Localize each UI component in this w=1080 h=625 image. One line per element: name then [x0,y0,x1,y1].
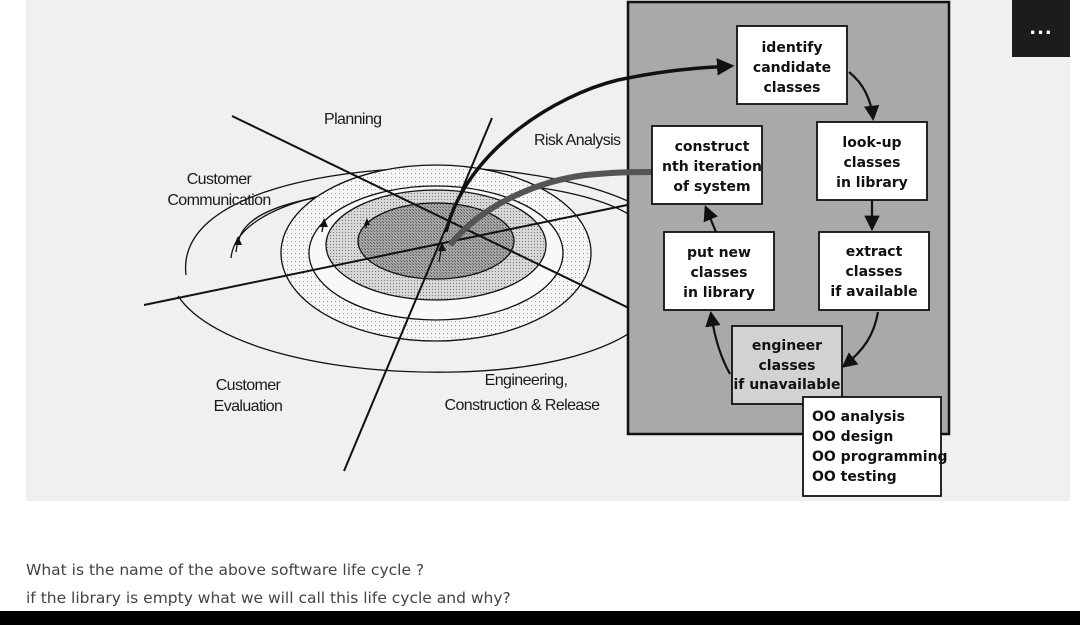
figure-panel: Planning Risk Analysis Customer Communic… [26,0,1070,501]
question-line-1: What is the name of the above software l… [26,561,425,579]
spiral-labels: Planning Risk Analysis Customer Communic… [167,111,621,415]
engineering-label-line1: Engineering, [485,372,568,389]
lookup-box-line2: classes [843,155,900,171]
put-new-box-line1: put new [687,245,751,261]
construct-box [651,125,763,205]
extract-box-line1: extract [846,244,903,260]
engineer-box [731,325,843,405]
return-arrow [447,169,653,247]
oo-activities-box [802,396,942,497]
extract-box-line2: classes [845,264,902,280]
put-new-box [663,231,775,311]
more-options-button[interactable]: ... [1012,0,1070,57]
customer-evaluation-label-line2: Evaluation [214,398,283,415]
planning-label: Planning [324,111,381,128]
engineering-label-line2: Construction & Release [445,397,601,414]
engineer-box-line1: engineer [752,338,822,354]
oo-testing-text: OO testing [812,469,897,485]
oo-design-text: OO design [812,429,893,445]
identify-box-line3: classes [763,80,820,96]
spiral-model-diagram: Planning Risk Analysis Customer Communic… [143,0,951,497]
question-line-2: if the library is empty what we will cal… [26,589,511,607]
construct-box-line2: nth iteration [662,159,762,175]
oo-programming-text: OO programming [812,449,948,465]
extract-box-line3: if available [830,284,917,300]
construct-box-line1: construct [675,139,750,155]
customer-evaluation-label-line1: Customer [216,377,282,394]
entry-arrow [444,58,735,233]
spiral-arrow-icons [234,218,446,263]
engineer-box-line2: classes [758,358,815,374]
bottom-bar [0,611,1080,625]
customer-communication-label-line1: Customer [187,171,253,188]
oo-analysis-text: OO analysis [812,409,905,425]
customer-communication-label-line2: Communication [167,192,270,209]
construct-box-line3: of system [673,179,750,195]
identify-box [736,25,848,105]
identify-box-line1: identify [762,40,823,56]
risk-analysis-label: Risk Analysis [534,132,621,149]
put-new-box-line2: classes [690,265,747,281]
extract-box [818,231,930,311]
process-boxes: identify candidate classes look-up class… [651,25,948,497]
put-new-box-line3: in library [683,285,755,301]
more-dots-icon: ... [1029,17,1053,39]
lookup-box-line3: in library [836,175,908,191]
engineer-box-line3: if unavailable [733,377,840,393]
identify-box-line2: candidate [753,60,831,76]
lookup-box-line1: look-up [842,135,901,151]
process-arrows [703,71,880,375]
